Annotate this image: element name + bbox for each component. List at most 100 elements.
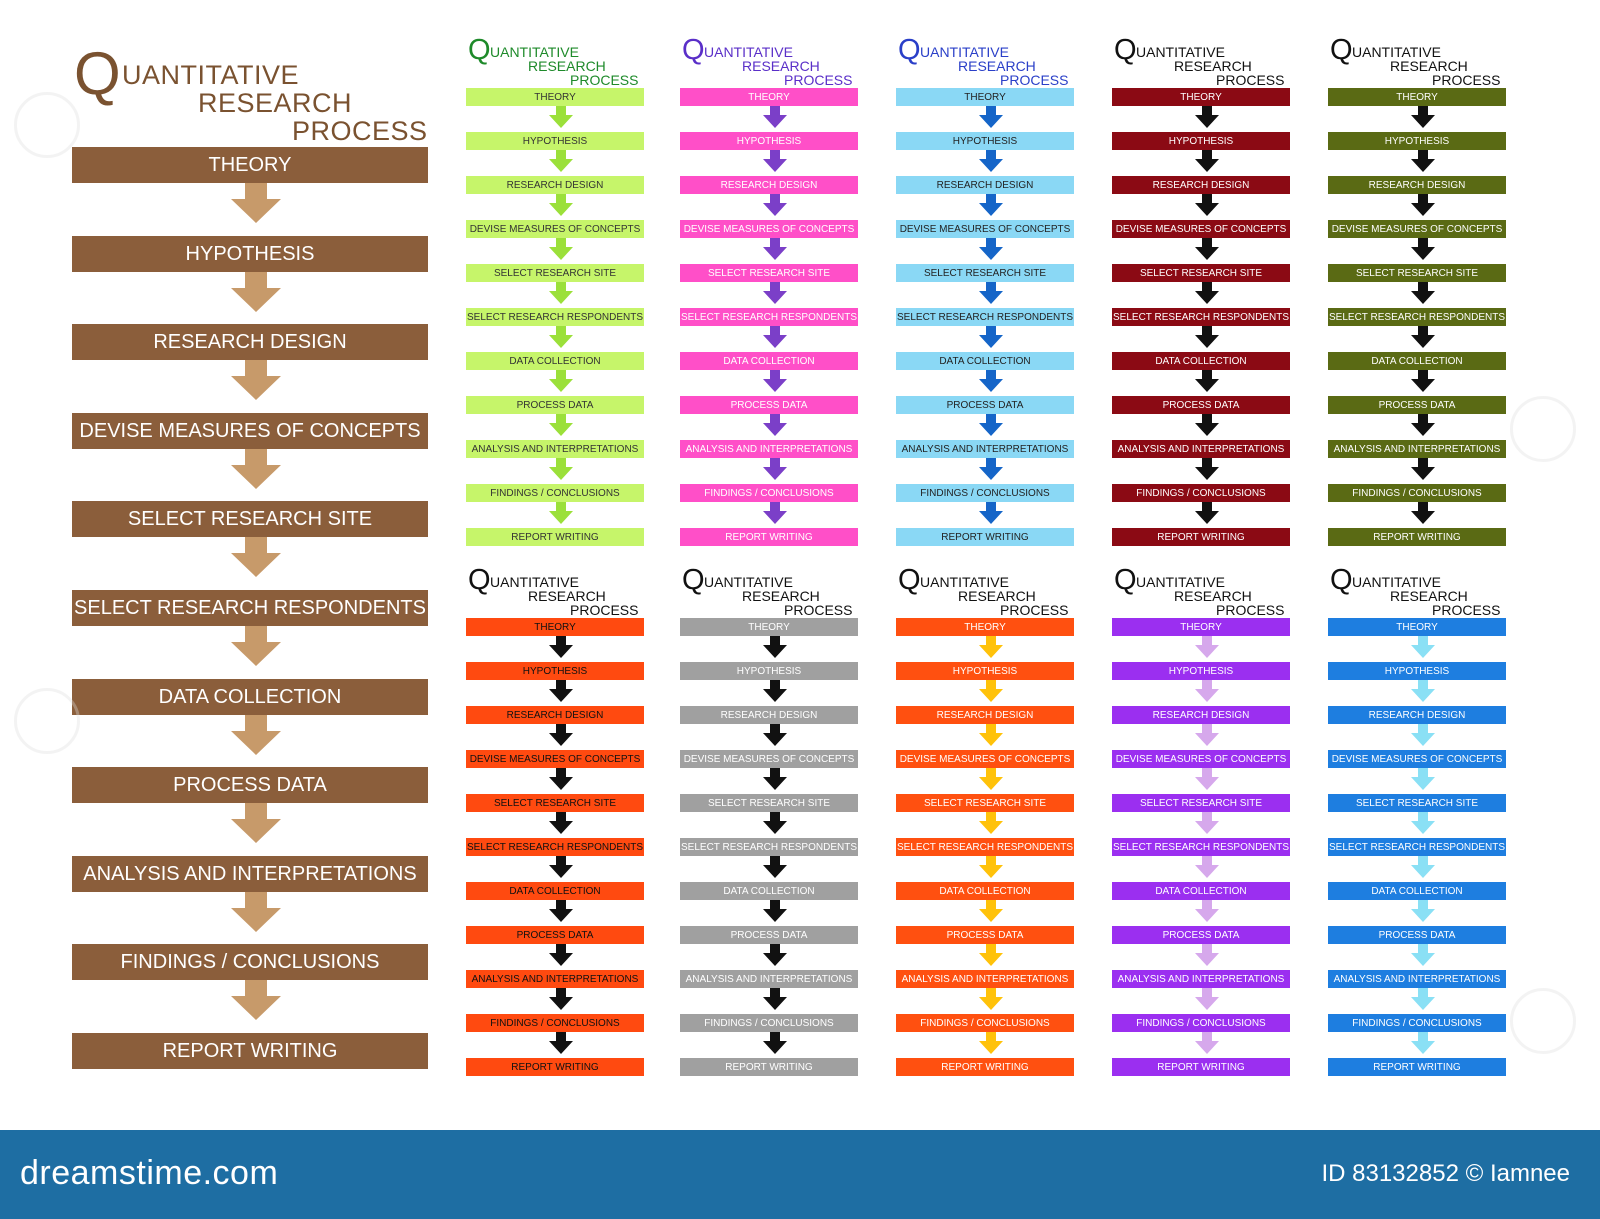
down-arrow-icon [1195,106,1219,128]
main-title-line-3: PROCESS [292,116,428,146]
variant-title-line-1: UANTITATIVE [920,44,1009,60]
variant-step: ANALYSIS AND INTERPRETATIONS [466,970,644,988]
variant-step: PROCESS DATA [680,926,858,944]
variant-title-line-2: RESEARCH [958,588,1036,604]
down-arrow-icon [549,680,573,702]
variant-step: ANALYSIS AND INTERPRETATIONS [680,970,858,988]
down-arrow-icon [231,360,281,400]
variant-title-initial: Q [898,34,921,66]
variant-title-initial: Q [1330,564,1353,596]
variant-step: THEORY [1328,88,1506,106]
variant-title-line-3: PROCESS [1000,72,1069,88]
down-arrow-icon [231,626,281,666]
variant-title-line-2: RESEARCH [1174,58,1252,74]
variant-step: HYPOTHESIS [896,662,1074,680]
down-arrow-icon [763,238,787,260]
variant-step: FINDINGS / CONCLUSIONS [466,484,644,502]
down-arrow-icon [1195,326,1219,348]
down-arrow-icon [763,282,787,304]
down-arrow-icon [1411,458,1435,480]
variant-title-line-1: UANTITATIVE [1352,44,1441,60]
variant-step: SELECT RESEARCH SITE [466,264,644,282]
down-arrow-icon [763,458,787,480]
down-arrow-icon [549,812,573,834]
down-arrow-icon [1195,238,1219,260]
main-step: SELECT RESEARCH SITE [72,501,428,537]
variant-title-line-2: RESEARCH [742,58,820,74]
down-arrow-icon [763,636,787,658]
down-arrow-icon [1411,106,1435,128]
down-arrow-icon [549,724,573,746]
footer-credit: ID 83132852 © Iamnee [1321,1160,1570,1187]
variant-step: DATA COLLECTION [680,352,858,370]
down-arrow-icon [1411,856,1435,878]
down-arrow-icon [979,370,1003,392]
variant-step: RESEARCH DESIGN [896,176,1074,194]
variant-step: RESEARCH DESIGN [1112,706,1290,724]
down-arrow-icon [979,106,1003,128]
variant-step: THEORY [1328,618,1506,636]
variant-step: RESEARCH DESIGN [896,706,1074,724]
variant-step: SELECT RESEARCH SITE [680,794,858,812]
down-arrow-icon [1195,768,1219,790]
down-arrow-icon [979,944,1003,966]
down-arrow-icon [1411,282,1435,304]
down-arrow-icon [1195,370,1219,392]
variant-step: FINDINGS / CONCLUSIONS [896,484,1074,502]
down-arrow-icon [1195,150,1219,172]
variant-title-initial: Q [468,564,491,596]
main-step: PROCESS DATA [72,767,428,803]
down-arrow-icon [979,414,1003,436]
variant-step: REPORT WRITING [680,528,858,546]
variant-title-line-3: PROCESS [1432,602,1501,618]
variant-step: DATA COLLECTION [1112,352,1290,370]
down-arrow-icon [549,106,573,128]
variant-step: PROCESS DATA [1112,396,1290,414]
variant-step: DEVISE MEASURES OF CONCEPTS [466,750,644,768]
variant-title-line-3: PROCESS [1000,602,1069,618]
variant-step: DEVISE MEASURES OF CONCEPTS [680,750,858,768]
variant-step: SELECT RESEARCH SITE [680,264,858,282]
variant-step: THEORY [1112,618,1290,636]
variant-step: DEVISE MEASURES OF CONCEPTS [680,220,858,238]
down-arrow-icon [1195,988,1219,1010]
variant-step: THEORY [466,88,644,106]
variant-step: PROCESS DATA [896,396,1074,414]
variant-step: DEVISE MEASURES OF CONCEPTS [1328,220,1506,238]
main-step: REPORT WRITING [72,1033,428,1069]
variant-step: RESEARCH DESIGN [1328,176,1506,194]
down-arrow-icon [1411,370,1435,392]
down-arrow-icon [1411,900,1435,922]
down-arrow-icon [763,370,787,392]
down-arrow-icon [1195,944,1219,966]
variant-title-line-3: PROCESS [1216,602,1285,618]
down-arrow-icon [1411,812,1435,834]
main-step: HYPOTHESIS [72,236,428,272]
variant-step: REPORT WRITING [466,1058,644,1076]
variant-step: SELECT RESEARCH RESPONDENTS [466,308,644,326]
variant-step: SELECT RESEARCH RESPONDENTS [680,308,858,326]
down-arrow-icon [549,458,573,480]
main-step: THEORY [72,147,428,183]
footer-brand[interactable]: dreamstime.com [20,1154,279,1192]
variant-step: THEORY [680,88,858,106]
variant-step: REPORT WRITING [1112,1058,1290,1076]
variant-step: SELECT RESEARCH RESPONDENTS [466,838,644,856]
down-arrow-icon [1195,636,1219,658]
down-arrow-icon [763,150,787,172]
down-arrow-icon [231,980,281,1020]
variant-step: SELECT RESEARCH SITE [1112,794,1290,812]
down-arrow-icon [1195,1032,1219,1054]
variant-title-initial: Q [898,564,921,596]
variant-step: SELECT RESEARCH RESPONDENTS [896,308,1074,326]
variant-step: DATA COLLECTION [466,882,644,900]
down-arrow-icon [549,414,573,436]
variant-step: REPORT WRITING [680,1058,858,1076]
variant-step: RESEARCH DESIGN [466,706,644,724]
down-arrow-icon [979,988,1003,1010]
